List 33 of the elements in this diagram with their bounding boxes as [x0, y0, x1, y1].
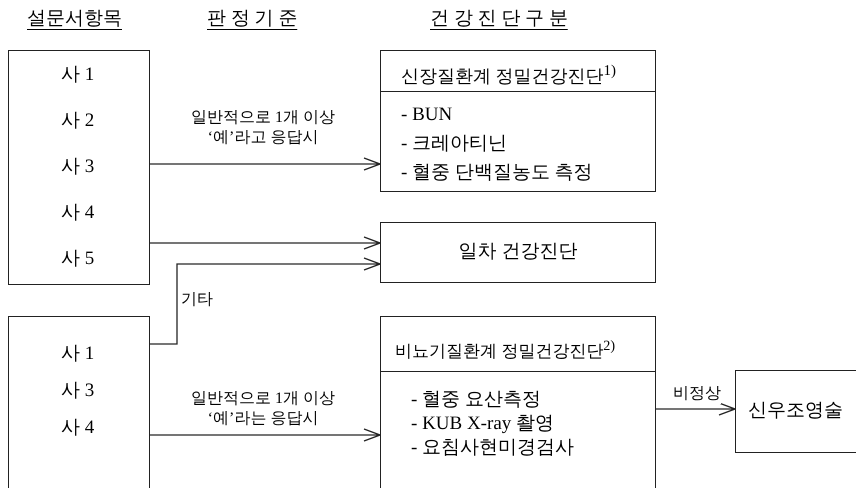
- item-label: 사 5: [61, 248, 94, 270]
- item-list-box: [8, 50, 150, 285]
- box-title: 신장질환계 정밀건강진단$^{1)}$: [401, 62, 616, 87]
- column-heading: 판 정 기 준: [207, 8, 298, 30]
- exam-item: - 혈중 단백질농도 측정: [401, 162, 593, 184]
- item-label: 사 4: [61, 202, 94, 224]
- exam-item: - BUN: [401, 104, 452, 126]
- arrow: [150, 428, 381, 442]
- exam-item: - KUB X-ray 촬영: [411, 413, 554, 435]
- exam-item: - 요침사현미경검사: [411, 437, 574, 459]
- box-label: 신우조영술: [748, 400, 843, 422]
- box-label: 일차 건강진단: [458, 241, 578, 263]
- item-label: 사 1: [61, 343, 94, 365]
- item-label: 사 2: [61, 110, 94, 132]
- item-label: 사 3: [61, 380, 94, 402]
- item-label: 사 4: [61, 417, 94, 439]
- exam-box: [380, 316, 656, 488]
- box-title: 비뇨기질환계 정밀건강진단$^{2)}$: [395, 337, 616, 363]
- arrow: [150, 157, 381, 171]
- item-list-box: [8, 316, 150, 488]
- exam-item: - 혈중 요산측정: [411, 389, 541, 411]
- edge-label: 비정상: [673, 384, 721, 404]
- process-box: [380, 222, 656, 283]
- process-box: [735, 370, 856, 453]
- arrow: [656, 402, 736, 416]
- column-heading: 설문서항목: [27, 8, 122, 30]
- exam-box: [380, 50, 656, 192]
- arrow: [150, 257, 381, 345]
- item-label: 사 1: [61, 64, 94, 86]
- arrow: [150, 236, 381, 250]
- exam-item: - 크레아티닌: [401, 133, 508, 155]
- item-label: 사 3: [61, 156, 94, 178]
- column-heading: 건 강 진 단 구 분: [430, 8, 568, 30]
